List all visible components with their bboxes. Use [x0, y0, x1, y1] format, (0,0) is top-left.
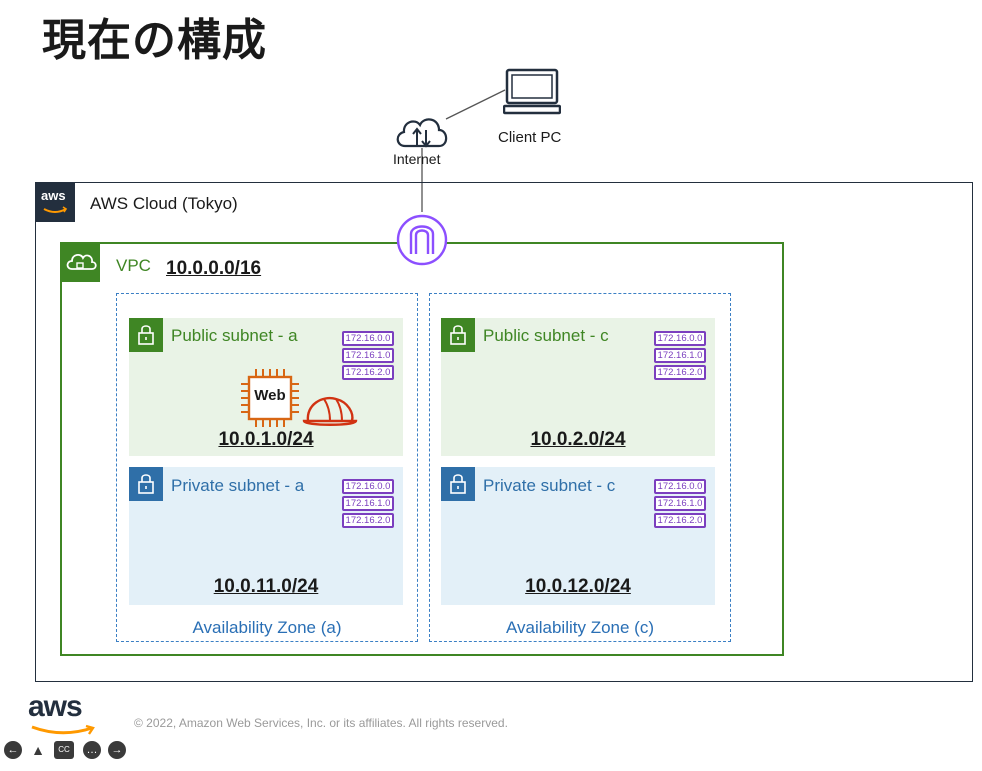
public-subnet-a-badge [129, 318, 163, 352]
public-subnet-a-cidr: 10.0.1.0/24 [218, 429, 314, 450]
availability-zone-c-label: Availability Zone (c) [505, 618, 655, 637]
web-server-label: Web [254, 387, 286, 404]
aws-cloud-badge [35, 182, 75, 222]
internet-label: Internet [393, 151, 441, 167]
pointer-icon[interactable]: ▲ [31, 742, 45, 758]
route-table-private-a: 172.16.0.0 172.16.1.0 172.16.2.0 [342, 479, 394, 530]
availability-zone-a [116, 293, 418, 642]
vpc-badge [60, 242, 100, 282]
route-entry: 172.16.1.0 [654, 348, 706, 363]
client-pc-label: Client PC [498, 129, 562, 146]
route-entry: 172.16.1.0 [654, 496, 706, 511]
public-subnet-c-cidr: 10.0.2.0/24 [530, 429, 626, 450]
public-subnet-c-label: Public subnet - c [483, 326, 609, 345]
page-title: 現在の構成 [42, 15, 267, 66]
availability-zone-a-label: Availability Zone (a) [192, 618, 342, 637]
next-slide-button[interactable]: → [108, 741, 126, 759]
lock-icon [450, 474, 466, 494]
route-entry: 172.16.0.0 [342, 331, 394, 346]
aws-cloud-label: AWS Cloud (Tokyo) [90, 194, 238, 213]
aws-badge-text: aws [41, 188, 66, 203]
private-subnet-a-cidr: 10.0.11.0/24 [213, 576, 319, 597]
lock-icon [138, 474, 154, 494]
route-table-public-a: 172.16.0.0 172.16.1.0 172.16.2.0 [342, 331, 394, 382]
route-entry: 172.16.0.0 [342, 479, 394, 494]
aws-footer-logo: aws [28, 690, 83, 723]
ec2-chip-icon [241, 369, 299, 427]
captions-button[interactable]: CC [54, 741, 74, 759]
aws-cloud-boundary [35, 182, 973, 682]
route-entry: 172.16.0.0 [654, 479, 706, 494]
private-subnet-c-badge [441, 467, 475, 501]
helmet-icon [302, 396, 358, 426]
prev-slide-button[interactable]: ← [4, 741, 22, 759]
copyright-text: © 2022, Amazon Web Services, Inc. or its… [134, 716, 508, 730]
lock-icon [138, 325, 154, 345]
route-entry: 172.16.2.0 [342, 513, 394, 528]
vpc-label: VPC [116, 256, 151, 275]
internet-cloud-icon [396, 118, 448, 148]
client-pc-icon [503, 68, 561, 115]
private-subnet-a-badge [129, 467, 163, 501]
private-subnet-c-label: Private subnet - c [483, 476, 616, 495]
private-subnet-a-label: Private subnet - a [171, 476, 305, 495]
route-table-private-c: 172.16.0.0 172.16.1.0 172.16.2.0 [654, 479, 706, 530]
aws-smile-icon [31, 724, 95, 735]
vpc-cidr: 10.0.0.0/16 [166, 258, 262, 279]
availability-zone-c [429, 293, 731, 642]
client-internet-link [445, 89, 506, 120]
vpc-cloud-icon [66, 254, 97, 270]
route-entry: 172.16.2.0 [654, 513, 706, 528]
route-entry: 172.16.2.0 [342, 365, 394, 380]
public-subnet-c-badge [441, 318, 475, 352]
private-subnet-c-cidr: 10.0.12.0/24 [525, 576, 631, 597]
public-subnet-a-label: Public subnet - a [171, 326, 298, 345]
route-entry: 172.16.1.0 [342, 348, 394, 363]
route-entry: 172.16.1.0 [342, 496, 394, 511]
route-entry: 172.16.2.0 [654, 365, 706, 380]
route-entry: 172.16.0.0 [654, 331, 706, 346]
aws-logo-icon [43, 206, 68, 213]
lock-icon [450, 325, 466, 345]
more-options-button[interactable]: … [83, 741, 101, 759]
internet-gateway-icon [396, 214, 448, 266]
route-table-public-c: 172.16.0.0 172.16.1.0 172.16.2.0 [654, 331, 706, 382]
